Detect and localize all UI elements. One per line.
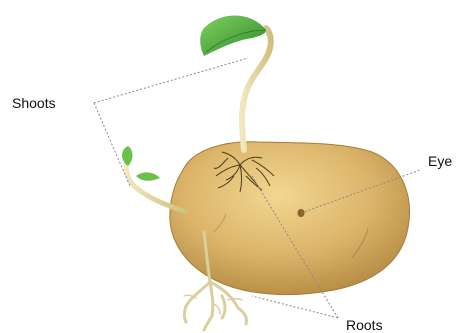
side-leaf-right bbox=[136, 172, 160, 180]
top-shoot bbox=[200, 15, 271, 150]
label-eye: Eye bbox=[428, 153, 452, 169]
side-leaf-left bbox=[122, 146, 133, 166]
top-leaf bbox=[200, 15, 266, 56]
label-shoots: Shoots bbox=[12, 95, 56, 111]
label-roots: Roots bbox=[346, 317, 383, 333]
potato-tuber bbox=[170, 142, 410, 295]
